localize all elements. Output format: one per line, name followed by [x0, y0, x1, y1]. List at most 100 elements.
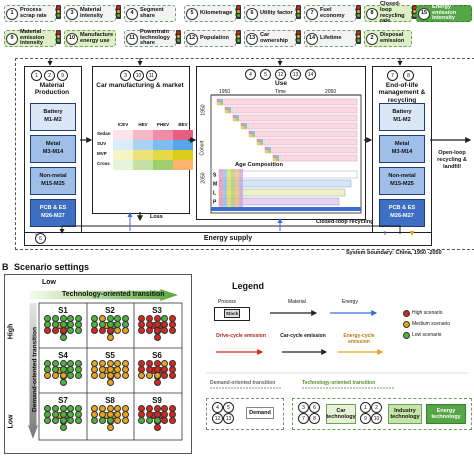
parameter-label: Powertrain technology share [140, 28, 170, 47]
parameter-label: Car ownership [260, 31, 288, 44]
material-code: M15-M25 [41, 181, 65, 187]
scenario-S2: S2 [89, 306, 131, 341]
eol-title: End-of-life management & recycling [378, 82, 426, 104]
circle-5: 5 [260, 69, 271, 80]
parameter-number: 12 [186, 32, 198, 45]
parameter-label: Closed-loop recycling rate [380, 0, 405, 25]
scenario-dot-row [136, 360, 178, 374]
scenario-label: S8 [105, 396, 115, 405]
legend-car-tech: Car technology [326, 404, 356, 424]
traffic-light-icon [296, 5, 301, 19]
circle-1: 1 [31, 70, 42, 81]
parameter-number: 11 [126, 32, 138, 45]
x-end: 2050 [325, 89, 337, 95]
car-manufacturing-title: Car manufacturing & market [96, 82, 184, 89]
scenario-dot-row [42, 417, 84, 431]
scenario-level-dot [59, 334, 67, 341]
age-strip [239, 169, 243, 207]
scenario-S4: S4 [42, 351, 84, 386]
parameter-label: Kilometrage [200, 9, 233, 16]
legend-high: High scenario [412, 310, 443, 316]
circle-3: 3 [120, 70, 131, 81]
scenario-level-dot [153, 379, 161, 386]
scenario-label: S2 [105, 306, 115, 315]
age-strip [235, 169, 239, 207]
legend-circle-7: 7 [298, 413, 309, 424]
traffic-light-icon [236, 5, 241, 19]
scenario-dot-row [136, 315, 178, 329]
scenario-level-dot [114, 372, 122, 379]
legend-material-label: Material [288, 299, 306, 305]
scenario-dot-row [89, 372, 131, 386]
parameter-label: Manufacture energy use [80, 31, 114, 44]
closed-loop-bar [211, 207, 361, 211]
scenario-label: S1 [58, 306, 68, 315]
scenario-level-dot [67, 417, 75, 424]
age-strip [227, 169, 231, 207]
scenario-S7: S7 [42, 396, 84, 431]
age-composition-label: Age Composition [235, 162, 283, 168]
material-code: M1-M2 [44, 117, 62, 123]
scenario-dot-row [89, 417, 131, 431]
scenario-label: S5 [105, 351, 115, 360]
parameter-label: Material emission intensity [20, 28, 45, 47]
scenario-level-dot [153, 424, 161, 431]
segment-label: M [213, 182, 217, 188]
matrix-cell [173, 130, 193, 140]
scenario-level-dot [161, 417, 169, 424]
legend-industry-tech: Industry technology [388, 404, 422, 424]
parameter-number: 10 [66, 32, 78, 45]
scenario-level-dot [106, 334, 114, 341]
parameter-number: 9 [6, 32, 18, 45]
legend-demand-item: Demand [246, 407, 274, 419]
circle-10: 10 [133, 70, 144, 81]
material-name: Battery [392, 109, 412, 116]
parameter-label: Disposal emission [380, 31, 405, 44]
section-b-letter: B [2, 262, 9, 272]
scenario-level-dot [145, 417, 153, 424]
age-strip [219, 169, 223, 207]
scenario-level-dot [43, 417, 51, 424]
material-code: M26-M27 [41, 213, 65, 219]
tech-axis-label: Technology-oriented transition [62, 291, 165, 298]
scenario-level-dot [137, 327, 145, 334]
circle-2: 2 [44, 70, 55, 81]
circle-13: 13 [290, 69, 301, 80]
matrix-cell [133, 150, 153, 160]
scenario-level-dot [114, 327, 122, 334]
matrix-col-header: PHEV [156, 122, 170, 127]
circle-9: 9 [57, 70, 68, 81]
parameter-number: 4 [126, 7, 138, 20]
parameter-number: 13 [246, 32, 258, 45]
matrix-cell [113, 140, 133, 150]
matrix-cell [113, 160, 133, 170]
parameter-number: 2 [366, 32, 378, 45]
scenario-label: S3 [152, 306, 162, 315]
parameter-number: 15 [418, 7, 430, 20]
scenario-level-dot [75, 417, 83, 424]
scenario-label: S4 [58, 351, 68, 360]
eol-panel: 7 8 End-of-life management & recycling B… [372, 66, 432, 236]
scenario-level-dot [75, 372, 83, 379]
scenario-level-dot [169, 417, 177, 424]
scenario-label: S9 [152, 396, 162, 405]
matrix-row-header: Cross [97, 161, 110, 166]
flow-arrows [35, 58, 472, 236]
material-name: Metal [45, 141, 61, 148]
scenario-level-dot [169, 372, 177, 379]
scenario-level-dot [90, 372, 98, 379]
matrix-cell [173, 140, 193, 150]
segment-label: L [213, 191, 216, 197]
parameter-number: 1 [6, 7, 18, 20]
matrix-cell [113, 130, 133, 140]
